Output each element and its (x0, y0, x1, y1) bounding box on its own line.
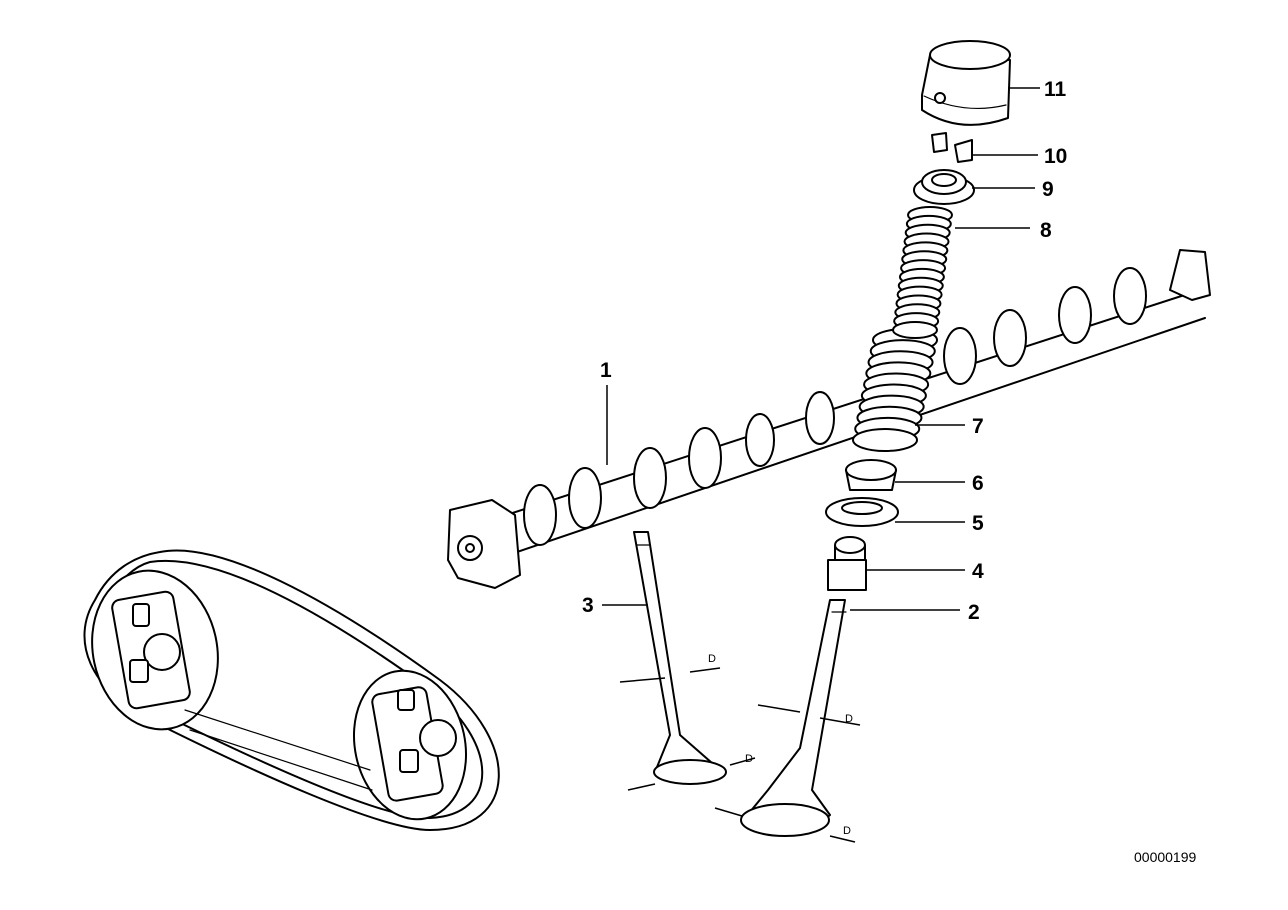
callout-9: 9 (1042, 178, 1054, 201)
callout-3: 3 (582, 594, 594, 617)
dimension-label: D (708, 653, 716, 665)
callout-2: 2 (968, 601, 980, 624)
hydraulic-tappet (921, 40, 1011, 126)
timing-belt-drawing (83, 549, 500, 831)
leader-lines (602, 87, 1040, 611)
callout-8: 8 (1040, 219, 1052, 242)
callout-7: 7 (972, 415, 984, 438)
callout-1: 1 (600, 359, 612, 382)
callout-4: 4 (972, 560, 984, 583)
dimension-label: D (845, 713, 853, 725)
lower-spring-seat (845, 459, 897, 491)
intake-valve (740, 599, 847, 837)
callout-numbers: 1 2 3 4 5 6 7 8 9 10 11 (582, 78, 1067, 624)
spring-seat-washer (825, 497, 899, 527)
callout-10: 10 (1044, 145, 1067, 168)
dimension-labels: D D D D (708, 653, 853, 837)
exhaust-valve (633, 531, 727, 785)
valve-keepers (931, 132, 973, 163)
dimension-markers (619, 667, 861, 843)
callout-6: 6 (972, 472, 984, 495)
callout-11: 11 (1044, 78, 1067, 101)
drawing-number: 00000199 (1134, 849, 1197, 865)
valve-stem-seal (827, 536, 867, 591)
dimension-label: D (843, 825, 851, 837)
spring-retainer (913, 169, 975, 205)
callout-5: 5 (972, 512, 984, 535)
outer-valve-spring (852, 328, 938, 452)
inner-valve-spring (892, 206, 953, 339)
camshaft (447, 249, 1211, 589)
dimension-label: D (745, 753, 753, 765)
